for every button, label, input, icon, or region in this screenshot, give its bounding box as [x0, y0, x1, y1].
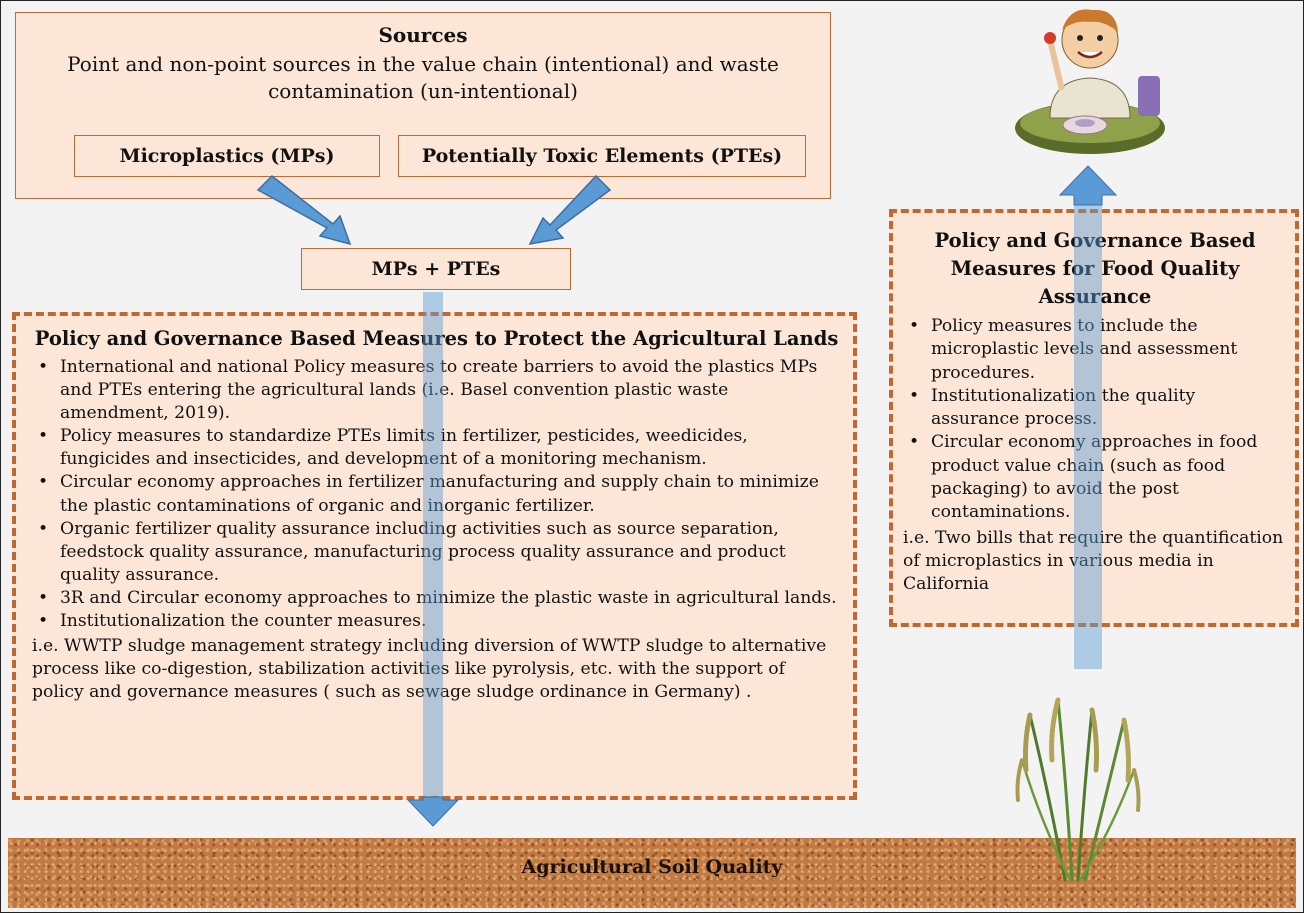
combined-label: MPs + PTEs [371, 258, 501, 280]
list-item: Policy measures to include the microplas… [903, 315, 1287, 385]
arrow-up-to-consumer [1058, 165, 1118, 669]
wwtp-note: i.e. WWTP sludge management strategy inc… [32, 636, 827, 703]
list-item: Institutionalization the counter measure… [32, 610, 841, 633]
list-item: Institutionalization the quality assuran… [903, 385, 1287, 432]
arrow-down-to-soil [406, 292, 460, 827]
rice-plant-icon [1015, 697, 1141, 882]
microplastics-box: Microplastics (MPs) [74, 135, 380, 177]
combined-box: MPs + PTEs [301, 248, 571, 290]
food-quality-policy-panel: Policy and Governance Based Measures for… [889, 209, 1299, 627]
agricultural-lands-policy-list: International and national Policy measur… [32, 356, 841, 633]
list-item: Circular economy approaches in food prod… [903, 431, 1287, 524]
person-eating-icon [1015, 9, 1165, 154]
sources-title: Sources [378, 23, 468, 47]
arrow-ptes-to-combined [528, 174, 612, 246]
soil-label: Agricultural Soil Quality [521, 856, 783, 878]
microplastics-label: Microplastics (MPs) [119, 145, 335, 167]
arrow-mps-to-combined [256, 174, 352, 246]
list-item: Policy measures to standardize PTEs limi… [32, 425, 841, 471]
agricultural-lands-policy-panel: Policy and Governance Based Measures to … [12, 312, 857, 800]
food-quality-policy-title: Policy and Governance Based Measures for… [934, 229, 1256, 308]
agricultural-lands-policy-title: Policy and Governance Based Measures to … [34, 327, 839, 350]
list-item: Circular economy approaches in fertilize… [32, 471, 841, 517]
california-note: i.e. Two bills that require the quantifi… [903, 527, 1284, 595]
ptes-label: Potentially Toxic Elements (PTEs) [421, 145, 783, 167]
list-item: 3R and Circular economy approaches to mi… [32, 587, 841, 610]
food-quality-policy-list: Policy measures to include the microplas… [903, 315, 1287, 525]
list-item: International and national Policy measur… [32, 356, 841, 425]
ptes-box: Potentially Toxic Elements (PTEs) [398, 135, 806, 177]
sources-description: Point and non-point sources in the value… [67, 52, 779, 103]
list-item: Organic fertilizer quality assurance inc… [32, 518, 841, 587]
